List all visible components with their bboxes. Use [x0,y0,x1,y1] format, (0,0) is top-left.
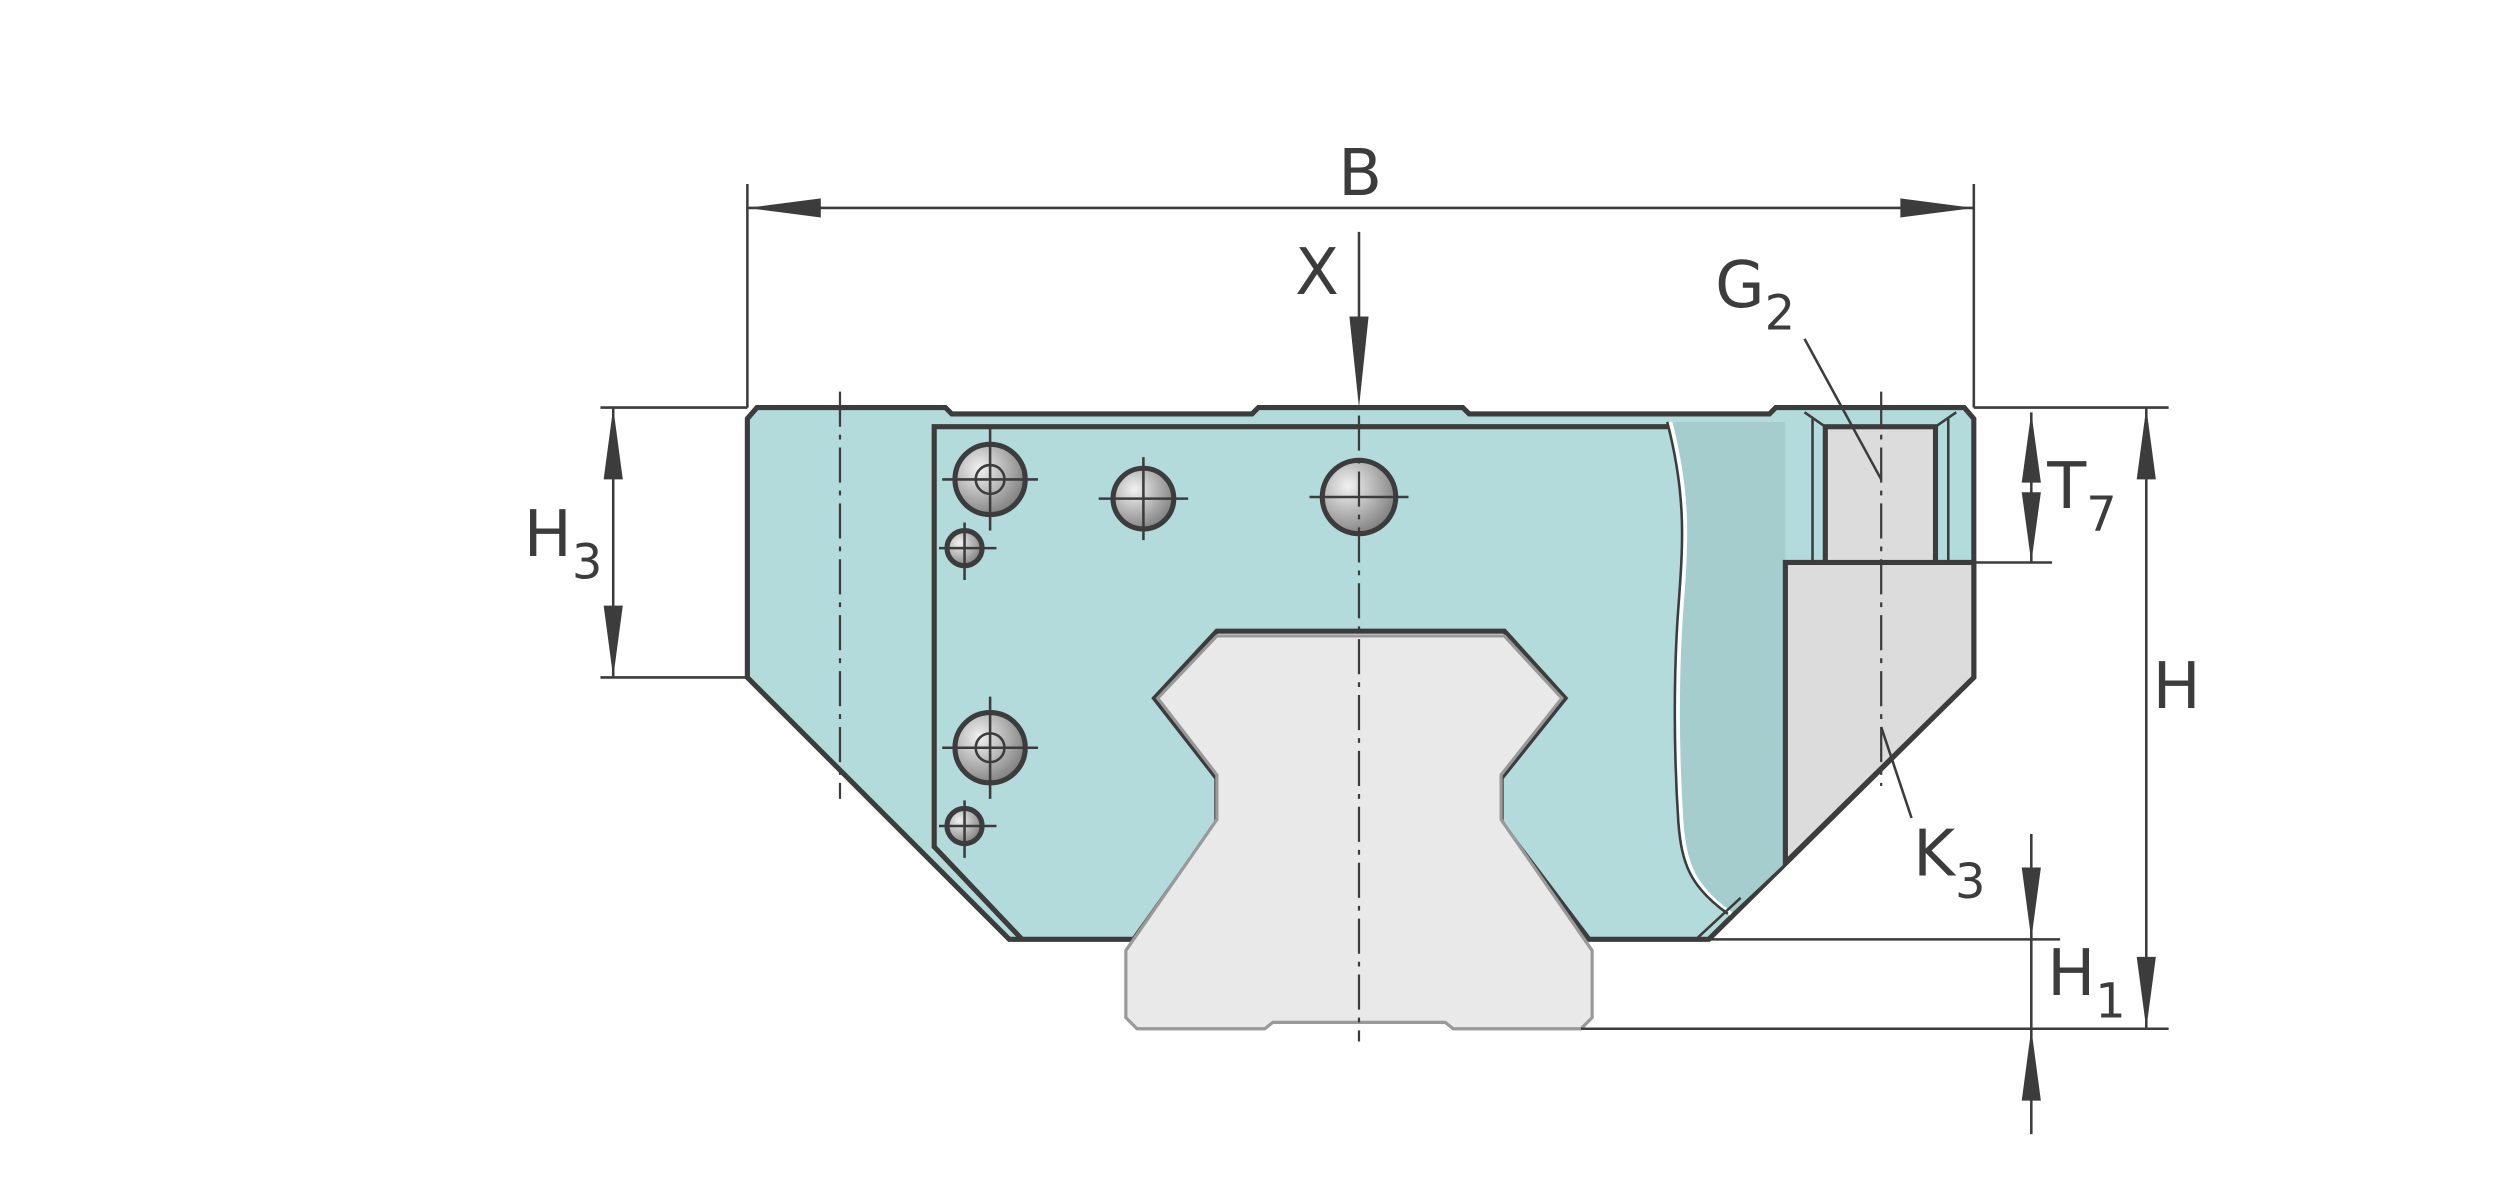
edge-line [1695,896,1742,941]
callout-G2: G2 [1715,249,1883,481]
end-plate-outline [931,424,1669,942]
label-H: H [2153,650,2201,724]
svg-text:X: X [1295,236,1339,310]
svg-text:H3: H3 [524,498,603,590]
svg-text:T7: T7 [2046,450,2116,542]
label-H3: H [524,498,572,572]
label-X: X [1295,236,1339,310]
svg-text:G2: G2 [1715,249,1795,341]
label-B: B [1338,137,1382,211]
dimension-H1: H1 [1708,833,2126,1135]
label-H1: H [2047,937,2095,1011]
dimension-H3: H3 [524,406,748,679]
chamfer-line [1934,411,1957,428]
chamfer-line [1803,411,1827,428]
svg-text:K3: K3 [1913,817,1985,909]
mounting-holes [939,428,1409,858]
seal-edge [1668,421,1733,916]
svg-text:B: B [1338,137,1382,211]
dimension-T7: T7 [1973,412,2117,564]
label-G2: G [1715,249,1765,323]
seal-section [1670,421,1786,914]
dimension-B: B [746,137,1976,408]
svg-text:H1: H1 [2047,937,2126,1029]
carriage-body [744,405,1977,942]
svg-text:H: H [2153,650,2201,724]
dimension-H: H [1580,407,2201,1031]
label-K3: K [1913,817,1957,891]
label-T7: T [2046,450,2087,524]
seal-outline [1665,421,1729,915]
load-arrow-X: X [1295,231,1369,408]
callout-K3: K3 [1879,726,1986,910]
